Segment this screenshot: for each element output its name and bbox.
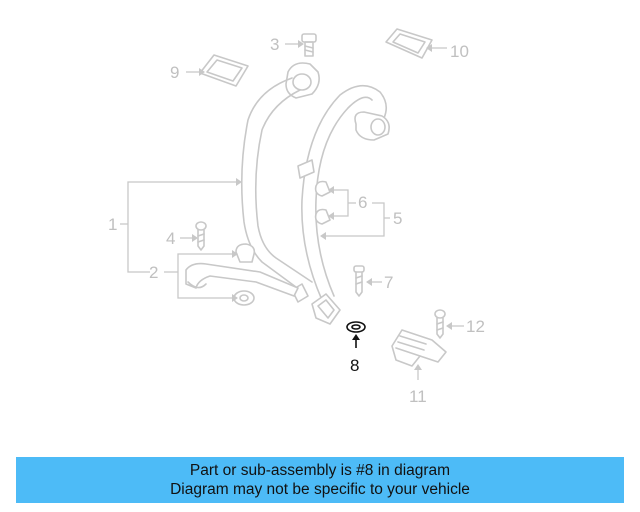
callout-10: 10	[450, 42, 469, 61]
callout-5: 5	[393, 209, 402, 228]
callout-2: 2	[149, 263, 158, 282]
part-2-buckle-assembly[interactable]	[185, 243, 299, 306]
parts-diagram: 9 10 3	[108, 28, 485, 406]
part-10-pad[interactable]	[385, 28, 433, 59]
part-6-caps[interactable]	[314, 180, 331, 225]
callout-12: 12	[466, 317, 485, 336]
part-3-bolt[interactable]	[301, 33, 317, 57]
part-12-bolt[interactable]	[434, 309, 446, 339]
callout-8: 8	[350, 356, 359, 375]
part-7-bolt[interactable]	[353, 265, 365, 297]
callout-9: 9	[170, 63, 179, 82]
info-banner: Part or sub-assembly is #8 in diagram Di…	[16, 457, 624, 503]
callout-7: 7	[384, 273, 393, 292]
part-11-bracket[interactable]	[391, 329, 447, 367]
callout-11: 11	[409, 387, 427, 406]
part-4-screw[interactable]	[195, 221, 207, 251]
callout-1: 1	[108, 215, 117, 234]
part-8-washer[interactable]	[346, 321, 366, 333]
banner-line-disclaimer: Diagram may not be specific to your vehi…	[170, 481, 470, 498]
part-9-pad[interactable]	[199, 54, 249, 87]
callout-3: 3	[270, 35, 279, 54]
callout-6: 6	[358, 193, 367, 212]
part-1-seat-belt-assembly[interactable]	[240, 62, 390, 325]
banner-line-part-number: Part or sub-assembly is #8 in diagram	[189, 462, 451, 479]
callout-4: 4	[166, 229, 175, 248]
